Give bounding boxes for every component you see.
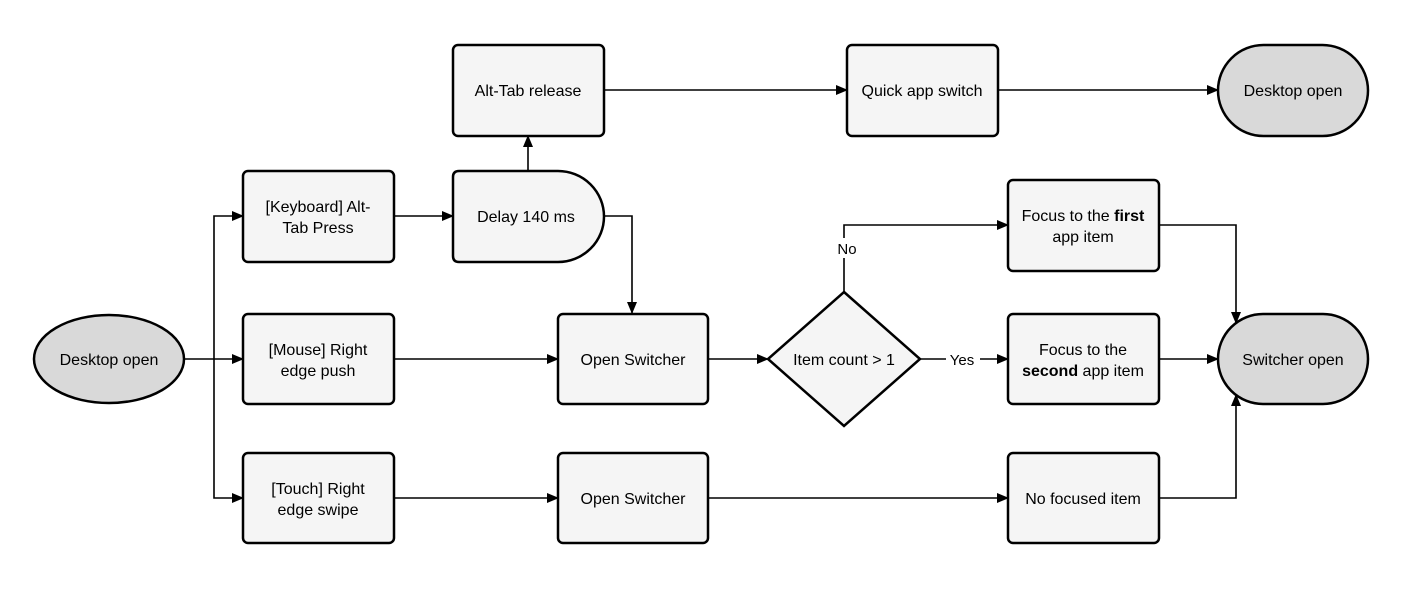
node-mouse-line1: [Mouse] Right [269, 342, 368, 359]
node-focus-second: Focus to the second app item [1006, 312, 1161, 406]
node-focus-second-line2: second app item [1022, 363, 1144, 380]
node-no-focused-item: No focused item [1006, 451, 1161, 545]
node-end-desktop-label: Desktop open [1244, 83, 1343, 100]
node-alt-tab-release-label: Alt-Tab release [475, 83, 582, 100]
node-end-desktop-open: Desktop open [1216, 43, 1370, 138]
node-mouse-line2: edge push [281, 363, 356, 380]
node-alt-tab-release: Alt-Tab release [451, 43, 606, 138]
node-decision-label: Item count > 1 [793, 352, 895, 369]
node-end-switcher-open: Switcher open [1216, 312, 1370, 406]
edge-delay-to-switcher [604, 215, 637, 314]
node-touch-line2: edge swipe [278, 502, 359, 519]
node-open-switcher-mid-label: Open Switcher [581, 352, 687, 369]
edge-split-to-touch [213, 359, 244, 503]
node-focus-second-post: app item [1078, 363, 1144, 380]
node-open-switcher-bottom-label: Open Switcher [581, 491, 687, 508]
node-focus-second-bold: second [1022, 363, 1078, 380]
edges [184, 85, 1241, 503]
edge-decision-no [843, 220, 1009, 292]
node-mouse-right-edge-push: [Mouse] Right edge push [241, 312, 396, 406]
node-delay-label: Delay 140 ms [477, 209, 575, 226]
node-quick-app-switch: Quick app switch [845, 43, 1000, 138]
node-focus-first-line1: Focus to the first [1022, 208, 1145, 225]
node-focus-first: Focus to the first app item [1006, 178, 1161, 273]
node-focus-first-line2: app item [1052, 229, 1113, 246]
node-keyboard-line1: [Keyboard] Alt- [266, 199, 371, 216]
edge-label-no: No [837, 241, 856, 258]
edge-label-yes: Yes [950, 352, 974, 369]
node-no-focused-item-label: No focused item [1025, 491, 1141, 508]
node-open-switcher-mid: Open Switcher [556, 312, 710, 406]
edge-nofocus-to-end [1159, 394, 1241, 499]
node-focus-first-pre: Focus to the [1022, 208, 1115, 225]
node-focus-first-bold: first [1114, 208, 1145, 225]
node-quick-app-switch-label: Quick app switch [862, 83, 983, 100]
node-start-label: Desktop open [60, 352, 159, 369]
node-open-switcher-bottom: Open Switcher [556, 451, 710, 545]
node-keyboard-alt-tab-press: [Keyboard] Alt- Tab Press [241, 169, 396, 264]
node-delay: Delay 140 ms [451, 169, 606, 264]
node-keyboard-line2: Tab Press [282, 220, 353, 237]
node-decision-item-count: Item count > 1 [766, 290, 922, 428]
node-end-switcher-label: Switcher open [1242, 352, 1343, 369]
edge-first-to-end [1159, 224, 1241, 324]
edge-split-to-keyboard [213, 211, 244, 359]
node-start-desktop-open: Desktop open [32, 313, 186, 405]
node-focus-second-line1: Focus to the [1039, 342, 1127, 359]
node-touch-line1: [Touch] Right [271, 481, 365, 498]
node-touch-right-edge-swipe: [Touch] Right edge swipe [241, 451, 396, 545]
